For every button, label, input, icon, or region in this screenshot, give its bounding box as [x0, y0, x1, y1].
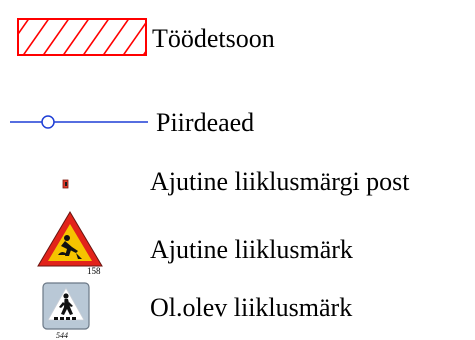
- legend-label-temp-sign: Ajutine liiklusmärk: [150, 235, 353, 264]
- red-hatched-rectangle-icon: [17, 18, 147, 56]
- sign-number-label: 544: [56, 331, 68, 340]
- pedestrian-crossing-sign-icon: 544: [42, 282, 90, 340]
- roadworks-warning-sign-icon: [37, 211, 103, 267]
- legend-label-sign-post: Ajutine liiklusmärgi post: [150, 167, 410, 196]
- sign-post-marker-icon: [62, 179, 69, 189]
- legend-label-existing-sign: Ol.olev liiklusmärk: [150, 293, 353, 322]
- fence-line-icon: [10, 115, 148, 129]
- legend-label-work-zone: Töödetsoon: [152, 24, 275, 53]
- sign-number-158: 158: [87, 266, 101, 276]
- sign-number-label: 158: [87, 266, 101, 276]
- legend-label-fence: Piirdeaed: [156, 108, 255, 137]
